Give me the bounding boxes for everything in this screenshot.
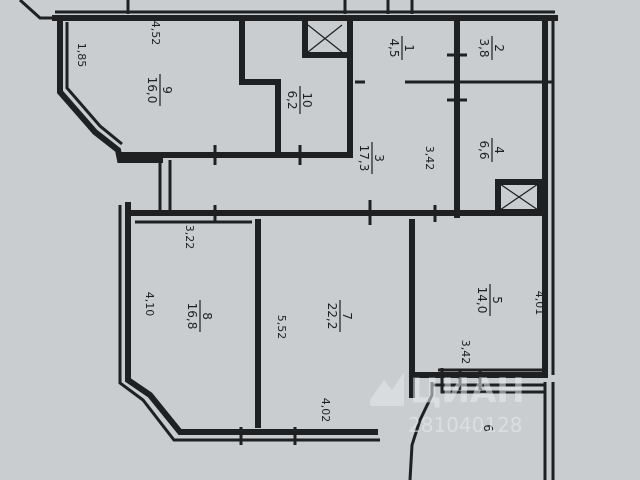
svg-text:3,8: 3,8: [477, 38, 491, 57]
svg-text:1: 1: [402, 44, 416, 52]
dim-3-42-b: 3,42: [459, 340, 472, 365]
svg-text:9: 9: [160, 86, 174, 94]
svg-text:6: 6: [481, 424, 495, 432]
dim-4-10: 4,10: [143, 292, 156, 317]
room-label-5: 5 14,0: [475, 284, 504, 316]
svg-text:10: 10: [300, 92, 314, 107]
room-label-9: 9 16,0: [145, 74, 174, 106]
svg-text:4,5: 4,5: [387, 38, 401, 57]
room-label-6: 6: [481, 424, 495, 432]
walls: [18, 0, 558, 480]
room-label-1: 1 4,5: [387, 36, 416, 60]
watermark-logo-icon: [370, 372, 404, 406]
room-label-4: 4 6,6: [477, 138, 506, 162]
dim-4-02: 4,02: [319, 398, 332, 423]
svg-text:16,8: 16,8: [185, 303, 199, 330]
svg-text:4: 4: [492, 146, 506, 154]
watermark-brand: ЦИАН: [410, 371, 525, 411]
svg-text:17,3: 17,3: [357, 145, 371, 172]
svg-text:8: 8: [200, 312, 214, 320]
svg-text:3: 3: [372, 154, 386, 162]
room-label-2: 2 3,8: [477, 36, 506, 60]
dim-3-42: 3,42: [423, 146, 436, 171]
room-label-8: 8 16,8: [185, 300, 214, 332]
room-label-7: 7 22,2: [325, 300, 354, 332]
svg-text:2: 2: [492, 44, 506, 52]
watermark-code: 281040128: [408, 413, 523, 437]
svg-text:22,2: 22,2: [325, 303, 339, 330]
svg-text:14,0: 14,0: [475, 287, 489, 314]
dimension-labels: 4,52 1,85 3,42 3,22 4,10 5,52 4,01 3,42 …: [75, 21, 546, 423]
svg-text:6,2: 6,2: [285, 90, 299, 109]
dim-5-52: 5,52: [275, 315, 288, 340]
svg-text:7: 7: [340, 312, 354, 320]
dim-4-01: 4,01: [533, 291, 546, 316]
watermark: ЦИАН 281040128: [370, 371, 525, 437]
dim-4-52: 4,52: [149, 21, 162, 46]
svg-text:5: 5: [490, 296, 504, 304]
room-label-10: 10 6,2: [285, 86, 314, 114]
dim-3-22: 3,22: [183, 225, 196, 250]
svg-text:16,0: 16,0: [145, 77, 159, 104]
room-labels: 9 16,0 10 6,2 1 4,5 2 3,8 3 17,3 4 6,6: [145, 36, 506, 432]
room-label-3: 3 17,3: [357, 142, 386, 174]
svg-text:6,6: 6,6: [477, 140, 491, 159]
dim-1-85: 1,85: [75, 43, 88, 68]
